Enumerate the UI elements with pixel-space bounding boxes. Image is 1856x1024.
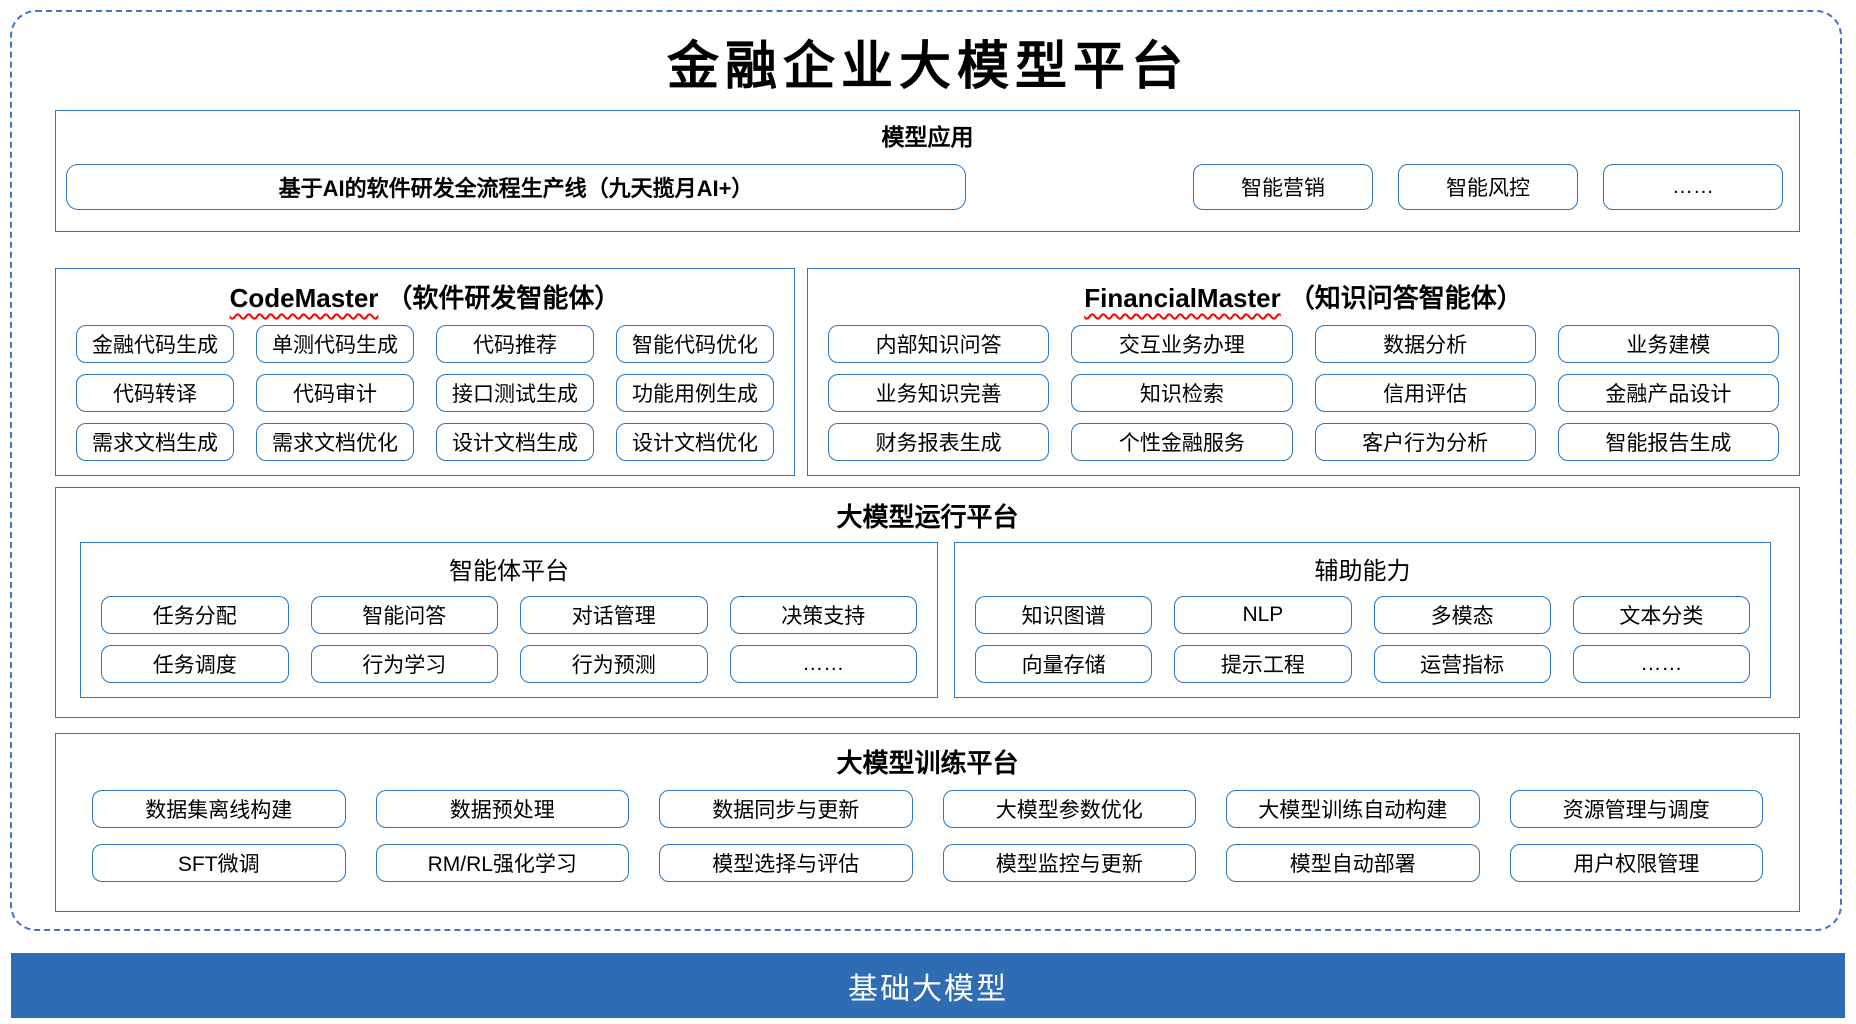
item-box: 行为预测 xyxy=(520,645,708,683)
item-box: NLP xyxy=(1174,596,1352,634)
financialmaster-header: FinancialMaster（知识问答智能体） xyxy=(808,278,1799,315)
item-box: 知识检索 xyxy=(1071,374,1293,412)
item-box: 决策支持 xyxy=(729,596,917,634)
item-box: 数据预处理 xyxy=(375,790,629,828)
train-platform-grid: 数据集离线构建 数据预处理 数据同步与更新 大模型参数优化 大模型训练自动构建 … xyxy=(56,790,1799,882)
financialmaster-grid: 内部知识问答 交互业务办理 数据分析 业务建模 业务知识完善 知识检索 信用评估… xyxy=(808,325,1799,461)
section-run-platform: 大模型运行平台 智能体平台 任务分配 智能问答 对话管理 决策支持 任务调度 行… xyxy=(55,487,1800,718)
item-box: 对话管理 xyxy=(520,596,708,634)
base-model-label: 基础大模型 xyxy=(848,972,1008,1006)
item-box: 金融代码生成 xyxy=(76,325,234,363)
item-box: 行为学习 xyxy=(310,645,498,683)
item-box: 模型选择与评估 xyxy=(659,844,913,882)
box-smart-risk-control: 智能风控 xyxy=(1398,164,1578,210)
run-platform-header: 大模型运行平台 xyxy=(836,502,1019,532)
agent-platform-grid: 任务分配 智能问答 对话管理 决策支持 任务调度 行为学习 行为预测 …… xyxy=(81,596,937,683)
page-title: 金融企业大模型平台 xyxy=(666,36,1189,97)
item-box: 模型监控与更新 xyxy=(942,844,1196,882)
item-box: 任务调度 xyxy=(101,645,289,683)
agent-platform-title: 智能体平台 xyxy=(449,558,569,585)
section-train-platform: 大模型训练平台 数据集离线构建 数据预处理 数据同步与更新 大模型参数优化 大模… xyxy=(55,733,1800,912)
item-box: 用户权限管理 xyxy=(1509,844,1763,882)
auxiliary-capabilities-grid: 知识图谱 NLP 多模态 文本分类 向量存储 提示工程 运营指标 …… xyxy=(955,596,1770,683)
section-financialmaster: FinancialMaster（知识问答智能体） 内部知识问答 交互业务办理 数… xyxy=(807,268,1800,476)
section-model-applications: 模型应用 基于AI的软件研发全流程生产线（九天揽月AI+） 智能营销 智能风控 … xyxy=(55,110,1800,232)
item-box: …… xyxy=(729,645,917,683)
section-codemaster: CodeMaster（软件研发智能体） 金融代码生成 单测代码生成 代码推荐 智… xyxy=(55,268,795,476)
financialmaster-name: FinancialMaster xyxy=(1084,283,1281,313)
item-box: 信用评估 xyxy=(1314,374,1536,412)
item-box: 代码审计 xyxy=(256,374,414,412)
item-box: 客户行为分析 xyxy=(1314,423,1536,461)
item-box: 设计文档生成 xyxy=(436,423,594,461)
item-box: 智能代码优化 xyxy=(616,325,774,363)
financialmaster-subtitle: （知识问答智能体） xyxy=(1288,283,1523,313)
train-platform-header: 大模型训练平台 xyxy=(836,748,1019,778)
base-model-bar: 基础大模型 xyxy=(11,953,1845,1018)
item-box: 单测代码生成 xyxy=(256,325,414,363)
item-box: SFT微调 xyxy=(92,844,346,882)
item-box: 数据同步与更新 xyxy=(659,790,913,828)
section-model-applications-header: 模型应用 xyxy=(881,124,974,150)
item-box: 资源管理与调度 xyxy=(1509,790,1763,828)
item-box: 内部知识问答 xyxy=(828,325,1050,363)
item-box: 知识图谱 xyxy=(975,596,1153,634)
codemaster-subtitle: （软件研发智能体） xyxy=(386,283,621,313)
box-smart-marketing: 智能营销 xyxy=(1193,164,1373,210)
codemaster-name: CodeMaster xyxy=(229,283,379,313)
model-applications-row: 基于AI的软件研发全流程生产线（九天揽月AI+） 智能营销 智能风控 …… xyxy=(66,164,1783,210)
item-box: 财务报表生成 xyxy=(828,423,1050,461)
item-box: 智能报告生成 xyxy=(1557,423,1779,461)
box-ai-dev-pipeline: 基于AI的软件研发全流程生产线（九天揽月AI+） xyxy=(66,164,966,210)
item-box: 大模型训练自动构建 xyxy=(1226,790,1480,828)
item-box: 数据分析 xyxy=(1314,325,1536,363)
item-box: 运营指标 xyxy=(1373,645,1551,683)
item-box: 业务知识完善 xyxy=(828,374,1050,412)
item-box: …… xyxy=(1572,645,1750,683)
item-box: 需求文档生成 xyxy=(76,423,234,461)
item-box: 多模态 xyxy=(1373,596,1551,634)
item-box: 代码转译 xyxy=(76,374,234,412)
item-box: 提示工程 xyxy=(1174,645,1352,683)
run-platform-groups: 智能体平台 任务分配 智能问答 对话管理 决策支持 任务调度 行为学习 行为预测… xyxy=(80,542,1771,698)
item-box: RM/RL强化学习 xyxy=(375,844,629,882)
item-box: 大模型参数优化 xyxy=(942,790,1196,828)
item-box: 业务建模 xyxy=(1557,325,1779,363)
item-box: 设计文档优化 xyxy=(616,423,774,461)
agents-row: CodeMaster（软件研发智能体） 金融代码生成 单测代码生成 代码推荐 智… xyxy=(55,268,1800,476)
item-box: 向量存储 xyxy=(975,645,1153,683)
box-more-applications: …… xyxy=(1603,164,1783,210)
item-box: 文本分类 xyxy=(1572,596,1750,634)
item-box: 接口测试生成 xyxy=(436,374,594,412)
item-box: 数据集离线构建 xyxy=(92,790,346,828)
auxiliary-capabilities-title: 辅助能力 xyxy=(1314,558,1411,585)
codemaster-grid: 金融代码生成 单测代码生成 代码推荐 智能代码优化 代码转译 代码审计 接口测试… xyxy=(56,325,794,461)
item-box: 代码推荐 xyxy=(436,325,594,363)
item-box: 智能问答 xyxy=(310,596,498,634)
item-box: 任务分配 xyxy=(101,596,289,634)
codemaster-header: CodeMaster（软件研发智能体） xyxy=(56,278,794,315)
item-box: 金融产品设计 xyxy=(1557,374,1779,412)
item-box: 个性金融服务 xyxy=(1071,423,1293,461)
item-box: 需求文档优化 xyxy=(256,423,414,461)
group-auxiliary-capabilities: 辅助能力 知识图谱 NLP 多模态 文本分类 向量存储 提示工程 运营指标 …… xyxy=(954,542,1771,698)
group-agent-platform: 智能体平台 任务分配 智能问答 对话管理 决策支持 任务调度 行为学习 行为预测… xyxy=(80,542,938,698)
item-box: 交互业务办理 xyxy=(1071,325,1293,363)
item-box: 模型自动部署 xyxy=(1226,844,1480,882)
item-box: 功能用例生成 xyxy=(616,374,774,412)
